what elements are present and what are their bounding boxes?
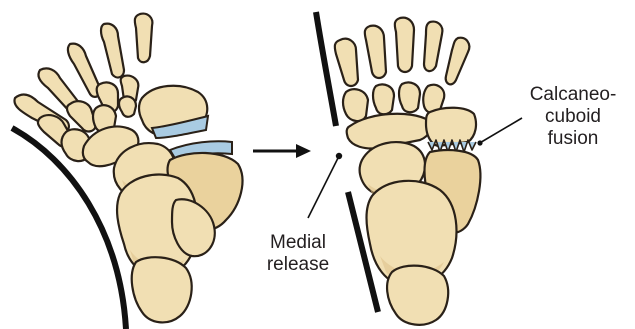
left-cuneiform-3	[119, 96, 136, 116]
right-foot-after	[308, 12, 522, 325]
right-metatarsal-3	[399, 82, 420, 112]
right-toe-5	[446, 38, 470, 85]
right-metatarsal-2	[373, 84, 394, 114]
right-toe-1	[335, 39, 358, 86]
right-toe-4	[424, 22, 442, 71]
left-heel	[132, 257, 192, 322]
calcaneocuboid-fusion-label: Calcaneo- cuboid fusion	[520, 84, 626, 150]
fusion-leader	[478, 118, 522, 144]
transition-arrow	[253, 144, 311, 158]
left-toe-5	[135, 14, 153, 63]
left-toe-4	[101, 24, 124, 78]
medial-release-leader	[308, 156, 339, 218]
left-metatarsal-2	[67, 101, 96, 131]
fusion-point	[477, 140, 482, 145]
right-toe-3	[395, 18, 414, 72]
right-toe-2	[365, 26, 386, 78]
right-metatarsal-1	[343, 89, 368, 121]
right-brace-bar-upper	[316, 12, 336, 126]
left-toe-3	[68, 44, 100, 97]
medial-release-label: Medial release	[250, 232, 346, 276]
right-heel	[387, 266, 448, 325]
left-foot-before	[12, 14, 242, 329]
